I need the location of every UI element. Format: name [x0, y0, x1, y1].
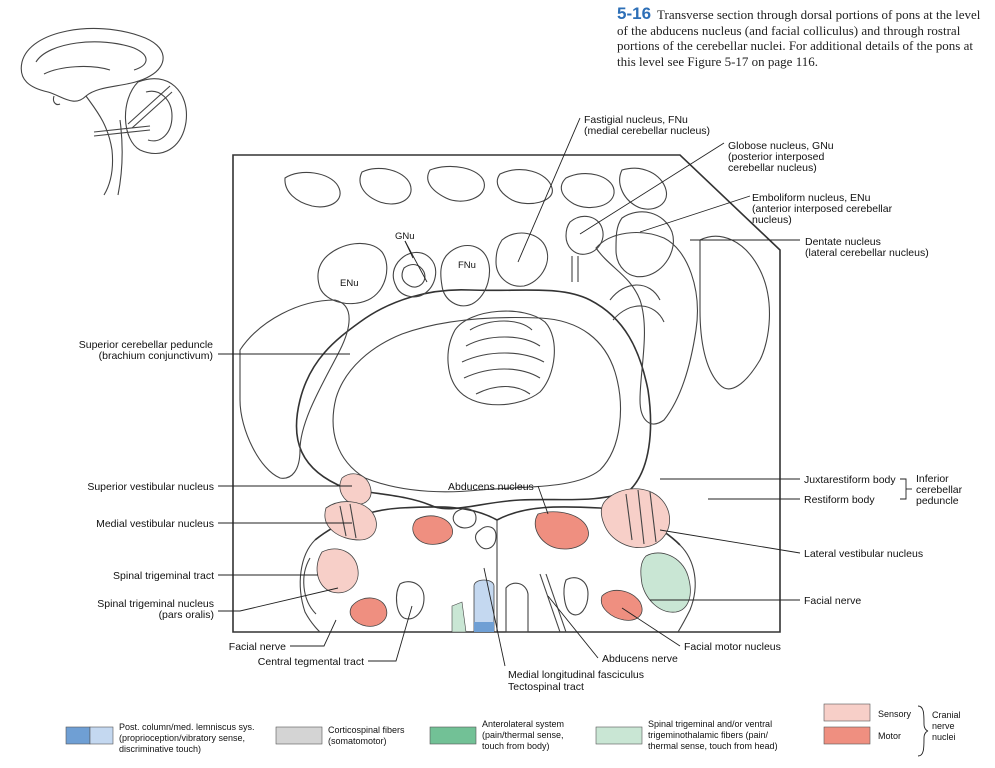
mlf-label-line2: Tectospinal tract	[508, 681, 584, 693]
gnu-short-label: GNu	[395, 231, 415, 242]
enu-short-label: ENu	[340, 278, 358, 289]
spinal-trig-nucleus-label-line1: Spinal trigeminal nucleus	[97, 598, 214, 610]
legend-anterolateral-line3: touch from body)	[482, 741, 550, 751]
leader-lines	[218, 117, 929, 757]
icp-label-line2: cerebellar	[916, 484, 963, 496]
fnu-short-label: FNu	[458, 260, 476, 271]
right-spinal-trigeminal	[640, 552, 691, 613]
central-tegmental-label: Central tegmental tract	[258, 656, 364, 668]
mlf-label-line1: Medial longitudinal fasciculus	[508, 669, 644, 681]
dentate-label-line1: Dentate nucleus	[805, 236, 881, 248]
left-abducens-nucleus	[412, 515, 454, 545]
facial-motor-label: Facial motor nucleus	[684, 641, 781, 653]
enu-label-line1: Emboliform nucleus, ENu	[752, 192, 871, 204]
globose-nucleus	[392, 251, 437, 298]
legend-cranial-line3: nuclei	[932, 732, 956, 742]
abducens-nucleus-label: Abducens nucleus	[448, 481, 534, 493]
juxtarestiform-label: Juxtarestiform body	[804, 474, 896, 486]
scp-label-line1: Superior cerebellar peduncle	[79, 339, 213, 351]
legend-spinal-trig-line3: thermal sense, touch from head)	[648, 741, 778, 751]
legend-spinal-trig-line2: trigeminothalamic fibers (pain/	[648, 730, 769, 740]
fnu-label-line2: (medial cerebellar nucleus)	[584, 125, 710, 137]
legend-swatch-motor	[823, 726, 871, 745]
scp-label-line2: (brachium conjunctivum)	[99, 350, 213, 362]
right-vestibular-nuclei	[600, 488, 670, 548]
left-facial-motor-nucleus	[349, 597, 388, 627]
dentate-nucleus	[615, 211, 674, 278]
legend-swatch-post-column-dark	[65, 726, 91, 745]
legend-post-column-line2: (proprioception/vibratory sense,	[119, 733, 245, 743]
gnu-label-line2: (posterior interposed	[728, 151, 824, 163]
lat-vest-label: Lateral vestibular nucleus	[804, 548, 923, 560]
spinal-trig-tract-label: Spinal trigeminal tract	[113, 570, 214, 582]
med-vest-label: Medial vestibular nucleus	[96, 518, 214, 530]
icp-label-line1: Inferior	[916, 473, 949, 485]
legend: Post. column/med. lemniscus sys. (propri…	[65, 703, 961, 754]
legend-corticospinal-line1: Corticospinal fibers	[328, 725, 405, 735]
section-outline	[232, 154, 781, 633]
legend-corticospinal-line2: (somatomotor)	[328, 736, 387, 746]
enu-label-line2: (anterior interposed cerebellar	[752, 203, 893, 215]
legend-swatch-spinal-trig	[595, 726, 643, 745]
legend-sensory: Sensory	[878, 709, 912, 719]
anterolateral-left	[451, 601, 467, 633]
fnu-label-line1: Fastigial nucleus, FNu	[584, 114, 688, 126]
legend-anterolateral-line2: (pain/thermal sense,	[482, 730, 564, 740]
legend-swatch-anterolateral	[429, 726, 477, 745]
restiform-label: Restiform body	[804, 494, 875, 506]
dentate-label-line2: (lateral cerebellar nucleus)	[805, 247, 929, 259]
legend-cranial-line2: nerve	[932, 721, 955, 731]
abducens-nerve-label: Abducens nerve	[602, 653, 678, 665]
legend-motor: Motor	[878, 731, 901, 741]
structure-labels: Fastigial nucleus, FNu (medial cerebella…	[79, 114, 963, 693]
gnu-label-line1: Globose nucleus, GNu	[728, 140, 834, 152]
icp-label-line3: peduncle	[916, 495, 959, 507]
right-abducens-nucleus	[534, 511, 589, 550]
right-facial-motor-nucleus	[600, 589, 643, 621]
cerebellar-nuclei	[317, 211, 674, 307]
legend-swatch-post-column-light	[89, 726, 114, 745]
fastigial-nucleus	[440, 244, 490, 307]
legend-anterolateral-line1: Anterolateral system	[482, 719, 564, 729]
spinal-trig-nucleus-label-line2: (pars oralis)	[159, 609, 214, 621]
left-spinal-trigeminal-nucleus	[316, 548, 359, 594]
legend-spinal-trig-line1: Spinal trigeminal and/or ventral	[648, 719, 772, 729]
sup-vest-label: Superior vestibular nucleus	[87, 481, 214, 493]
facial-nerve-left-label: Facial nerve	[229, 641, 286, 653]
legend-post-column-line1: Post. column/med. lemniscus sys.	[119, 722, 255, 732]
gnu-label-line3: cerebellar nucleus)	[728, 162, 817, 174]
figure-number: 5-16	[617, 4, 652, 23]
legend-post-column-line3: discriminative touch)	[119, 744, 201, 754]
colored-structures	[303, 473, 691, 633]
caption-text: Transverse section through dorsal portio…	[617, 7, 981, 69]
facial-nerve-right-label: Facial nerve	[804, 595, 861, 607]
left-superior-vestibular	[339, 473, 372, 505]
legend-cranial-line1: Cranial	[932, 710, 961, 720]
brain-orientation-sketch	[20, 27, 187, 196]
left-medial-vestibular	[324, 501, 377, 541]
emboliform-nucleus	[317, 242, 388, 305]
legend-swatch-corticospinal	[275, 726, 323, 745]
legend-swatch-sensory	[823, 703, 871, 722]
enu-label-line3: nucleus)	[752, 214, 792, 226]
